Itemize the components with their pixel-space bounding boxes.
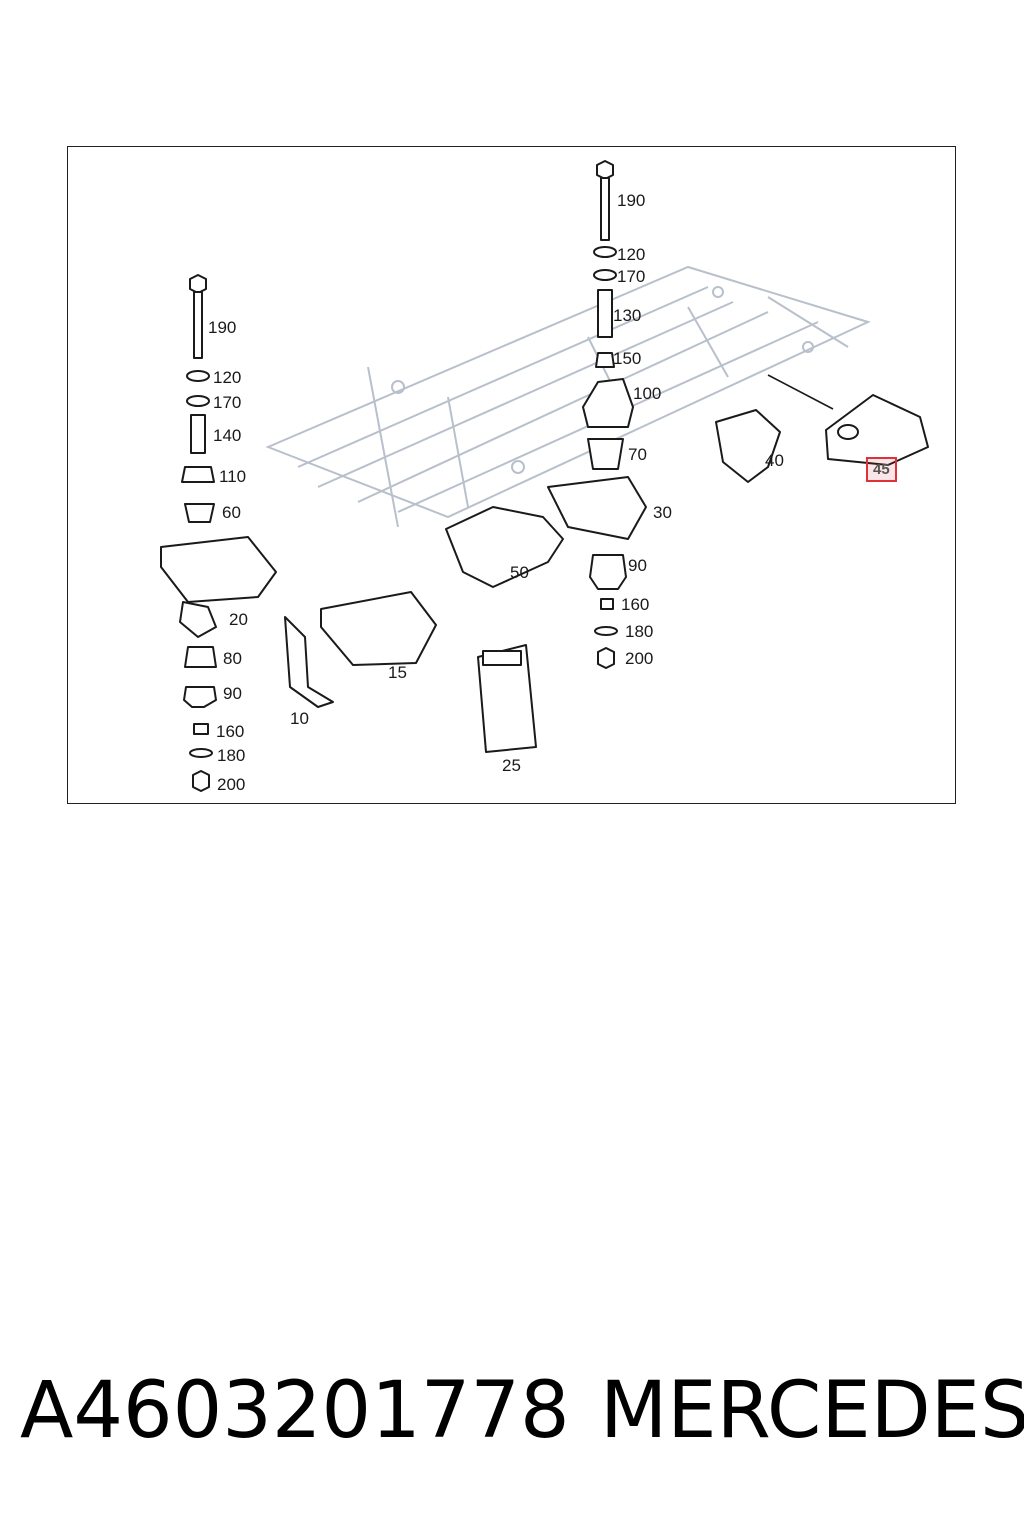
callout-label: 190: [617, 191, 646, 210]
callout-label: 100: [633, 384, 662, 403]
callout-label: 200: [217, 775, 246, 794]
callout-label: 170: [617, 267, 646, 286]
callout-label: 130: [613, 306, 642, 325]
callout-label: 70: [628, 445, 647, 464]
callout-label: 120: [617, 245, 646, 264]
callout-label: 80: [223, 649, 242, 668]
callout-label: 180: [217, 746, 246, 765]
part-shapes: [160, 160, 929, 792]
callout-label: 40: [765, 451, 784, 470]
callout-label: 110: [219, 467, 247, 486]
part-number: A4603201778: [20, 1366, 570, 1456]
callout-label: 20: [229, 610, 248, 629]
leader-line: [767, 374, 834, 410]
diagram-drawing: [160, 160, 929, 792]
callout-label: 90: [223, 684, 242, 703]
brand-name: MERCEDES: [600, 1366, 1024, 1456]
callout-label: 190: [208, 318, 237, 337]
callout-label: 50: [510, 563, 529, 582]
callout-label: 140: [213, 426, 242, 445]
callout-label: 60: [222, 503, 241, 522]
callout-label: 10: [290, 709, 309, 728]
highlighted-callout: 45: [866, 457, 897, 482]
callout-label: 90: [628, 556, 647, 575]
callout-label: 160: [216, 722, 245, 741]
callout-label: 25: [502, 756, 521, 775]
callout-label: 170: [213, 393, 242, 412]
callout-label: 30: [653, 503, 672, 522]
parts-diagram: 190 120 170 130 150 100 70 30 40 45 190 …: [67, 146, 956, 804]
footer-caption: A4603201778 MERCEDES: [20, 1366, 1024, 1468]
callout-label: 200: [625, 649, 654, 668]
callout-label: 150: [613, 349, 642, 368]
callout-label: 160: [621, 595, 650, 614]
callout-label: 120: [213, 368, 242, 387]
callout-label: 180: [625, 622, 654, 641]
callout-label: 15: [388, 663, 407, 682]
